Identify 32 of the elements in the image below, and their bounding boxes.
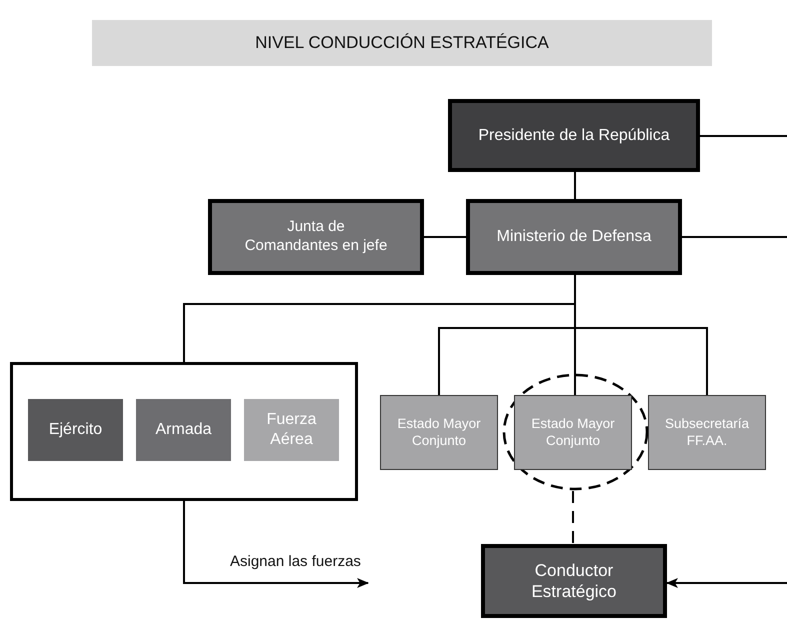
connector-line [574,275,708,395]
box-label: Ejército [48,420,102,440]
branch-box [28,399,123,461]
org-box [380,395,498,470]
branch-box [136,399,231,461]
connector-line [424,236,466,238]
dashed-ellipse [502,373,649,491]
org-box [481,544,667,618]
title-band: NIVEL CONDUCCIÓN ESTRATÉGICA [92,20,712,66]
connector-line [574,172,576,199]
box-label: Subsecretaría FF.AA. [664,416,750,450]
box-label: Presidente de la República [478,126,670,146]
org-box [514,395,632,470]
box-label: Estado Mayor Conjunto [396,416,482,450]
org-box [208,199,424,275]
branch-box [244,399,339,461]
box-label: Conductor Estratégico [530,560,618,602]
arrow [666,578,787,588]
box-label: Ministerio de Defensa [496,227,652,247]
connector-line [572,491,574,544]
box-label: Estado Mayor Conjunto [530,416,616,450]
connector-line [700,135,787,137]
edge-label: Asignan las fuerzas [230,553,361,570]
org-box [448,99,700,172]
box-label: Junta de Comandantes en jefe [244,218,388,256]
org-box [466,199,682,275]
org-box [648,395,766,470]
arrow [183,501,369,588]
box-label: Armada [155,420,212,440]
group-box [10,362,358,501]
connector-line [682,236,787,238]
box-label: Fuerza Aérea [266,410,318,450]
